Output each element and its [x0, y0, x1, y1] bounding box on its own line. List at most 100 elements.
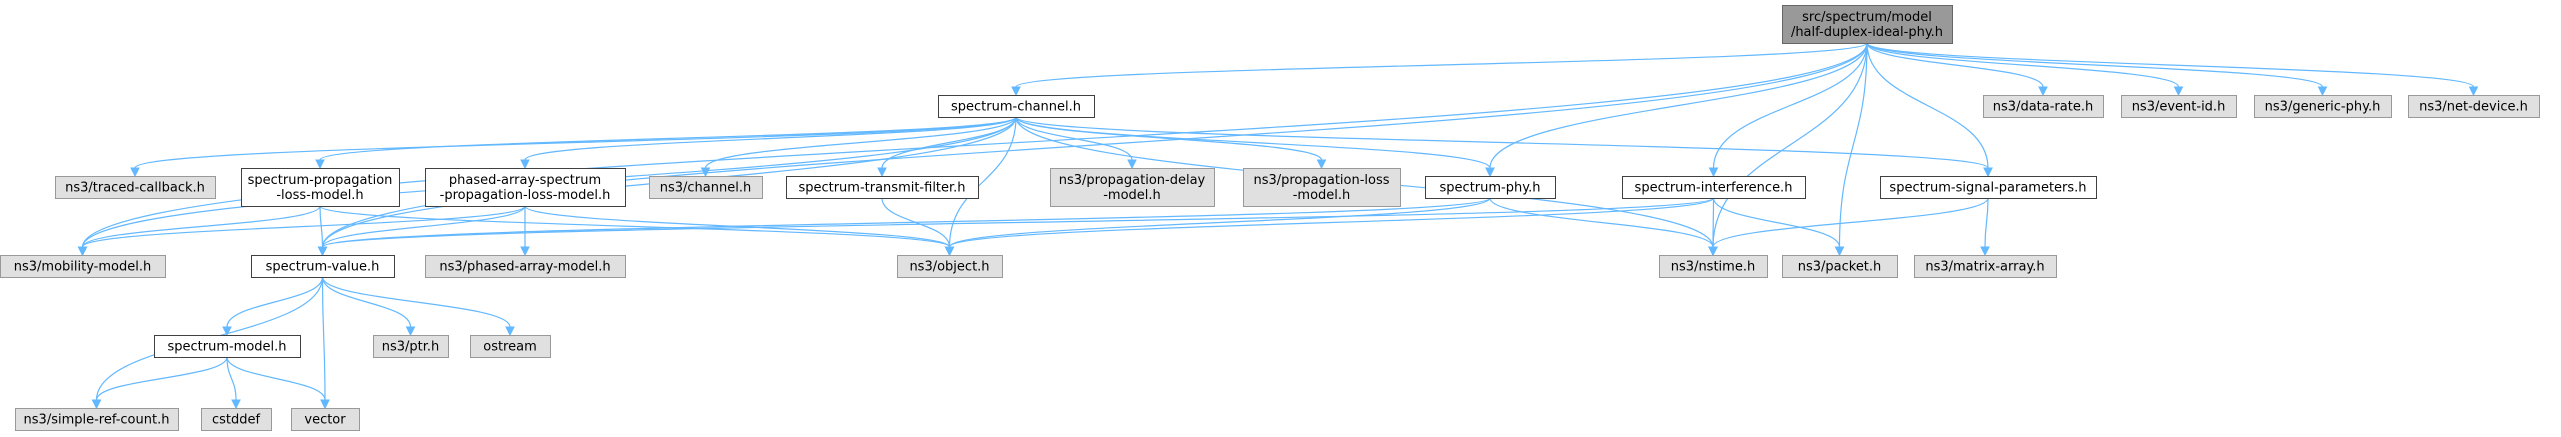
edge-line	[1712, 197, 1715, 248]
edge-line	[81, 42, 1868, 248]
node-label: -propagation-loss-model.h	[440, 188, 611, 203]
node-label: vector	[304, 413, 346, 428]
dependency-edge	[1015, 116, 1993, 178]
node-box	[251, 255, 395, 278]
edge-arrowhead	[2038, 86, 2048, 97]
node-propagation-loss-model: ns3/propagation-loss-model.h	[1243, 168, 1401, 207]
dependency-edge	[226, 356, 241, 410]
node-box	[470, 335, 551, 358]
node-box	[649, 176, 763, 199]
node-spectrum-value[interactable]: spectrum-value.h	[251, 255, 395, 278]
node-spectrum-model[interactable]: spectrum-model.h	[154, 335, 301, 358]
edge-line	[881, 116, 1017, 169]
node-half-duplex-ideal-phy[interactable]: src/spectrum/model/half-duplex-ideal-phy…	[1782, 5, 1953, 44]
edge-arrowhead	[231, 399, 241, 410]
node-label: phased-array-spectrum	[449, 173, 601, 188]
edge-line	[226, 356, 237, 401]
dependency-edge	[317, 197, 1715, 257]
node-data-rate: ns3/data-rate.h	[1983, 95, 2104, 118]
node-matrix-array: ns3/matrix-array.h	[1914, 255, 2057, 278]
edge-arrowhead	[2468, 86, 2479, 97]
dependency-edges	[77, 42, 2479, 410]
edge-line	[1866, 42, 1989, 169]
edge-arrowhead	[405, 326, 416, 337]
edge-arrowhead	[1708, 167, 1719, 178]
node-label: spectrum-value.h	[266, 260, 380, 275]
node-box	[0, 255, 166, 278]
edge-line	[81, 205, 321, 248]
node-box	[425, 168, 626, 207]
edge-arrowhead	[1011, 86, 1021, 97]
header-nodes: src/spectrum/model/half-duplex-ideal-phy…	[0, 5, 2540, 431]
node-spectrum-interference[interactable]: spectrum-interference.h	[1622, 176, 1806, 199]
dependency-edge	[1708, 42, 1868, 178]
edge-arrowhead	[1485, 167, 1495, 178]
node-cstddef: cstddef	[201, 408, 272, 431]
node-label: ns3/simple-ref-count.h	[24, 413, 170, 428]
node-label: ns3/channel.h	[660, 181, 751, 196]
node-packet: ns3/packet.h	[1782, 255, 1898, 278]
edge-arrowhead	[520, 246, 530, 257]
dependency-edge	[77, 205, 321, 257]
node-spectrum-transmit-filter[interactable]: spectrum-transmit-filter.h	[786, 176, 979, 199]
node-nstime: ns3/nstime.h	[1659, 255, 1768, 278]
edge-line	[1838, 42, 1868, 248]
edge-arrowhead	[877, 167, 887, 178]
dependency-edge	[1489, 197, 1718, 257]
node-box	[241, 168, 400, 207]
node-label: spectrum-model.h	[167, 340, 286, 355]
dependency-edge	[520, 206, 530, 257]
node-ostream: ostream	[470, 335, 551, 358]
edge-line	[81, 205, 526, 248]
node-label: ns3/propagation-loss	[1253, 173, 1389, 188]
node-label: ns3/matrix-array.h	[1925, 260, 2044, 275]
edge-line	[321, 276, 511, 328]
node-label: ns3/ptr.h	[382, 340, 440, 355]
node-label: spectrum-transmit-filter.h	[798, 181, 965, 196]
node-box	[1880, 176, 2097, 199]
node-box	[938, 95, 1095, 118]
node-label: ns3/nstime.h	[1671, 260, 1755, 275]
node-box	[55, 176, 216, 199]
edge-line	[1712, 42, 1868, 169]
node-spectrum-channel[interactable]: spectrum-channel.h	[938, 95, 1095, 118]
node-box	[1659, 255, 1768, 278]
node-ptr: ns3/ptr.h	[373, 335, 449, 358]
node-traced-callback: ns3/traced-callback.h	[55, 176, 216, 199]
node-label: ostream	[483, 340, 537, 355]
node-spectrum-phy[interactable]: spectrum-phy.h	[1425, 176, 1556, 199]
node-spectrum-propagation-loss-model[interactable]: spectrum-propagation-loss-model.h	[241, 168, 400, 207]
dependency-edge	[91, 356, 228, 410]
edge-arrowhead	[1708, 246, 1718, 257]
edge-line	[319, 205, 324, 248]
edge-line	[1015, 42, 1868, 88]
edge-arrowhead	[317, 246, 328, 257]
dependency-edge	[881, 197, 955, 257]
edge-arrowhead	[1316, 159, 1327, 170]
dependency-edge	[1866, 42, 1993, 178]
edge-arrowhead	[520, 159, 530, 170]
dependency-edge	[77, 205, 526, 257]
node-box	[786, 176, 979, 199]
node-box	[425, 255, 626, 278]
node-box	[15, 408, 179, 431]
edge-arrowhead	[944, 246, 955, 257]
edge-line	[1489, 197, 1714, 248]
node-box	[897, 255, 1003, 278]
edge-line	[321, 276, 326, 401]
node-label: spectrum-phy.h	[1440, 181, 1541, 196]
node-mobility-model: ns3/mobility-model.h	[0, 255, 166, 278]
node-net-device: ns3/net-device.h	[2408, 95, 2540, 118]
node-box	[2254, 95, 2392, 118]
dependency-edge	[520, 116, 1017, 170]
dependency-edge	[1866, 42, 2328, 97]
edge-line	[226, 276, 324, 328]
node-simple-ref-count: ns3/simple-ref-count.h	[15, 408, 179, 431]
node-spectrum-signal-parameters[interactable]: spectrum-signal-parameters.h	[1880, 176, 2097, 199]
node-box	[1782, 255, 1898, 278]
edge-line	[95, 356, 228, 401]
edge-arrowhead	[91, 399, 102, 410]
dependency-edge	[320, 276, 330, 410]
edge-line	[319, 116, 1017, 161]
node-phased-array-spectrum-propagation-loss-model[interactable]: phased-array-spectrum-propagation-loss-m…	[425, 168, 626, 207]
